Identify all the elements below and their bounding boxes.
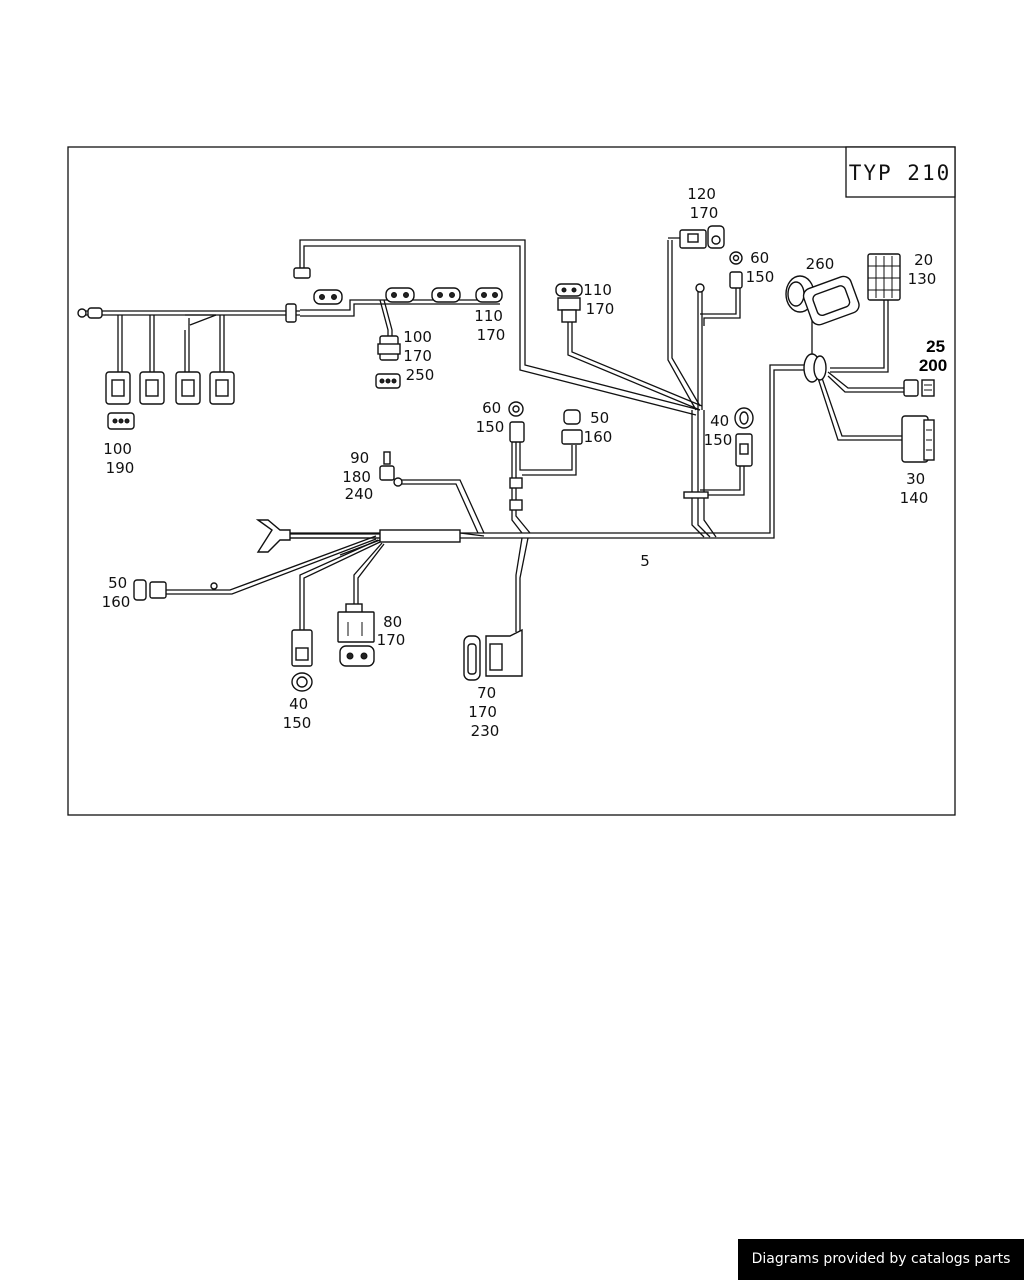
sensor-40-150-bottom	[291, 629, 313, 692]
harness-components	[77, 225, 935, 692]
sensor-60-150-mid	[508, 401, 525, 511]
callout-100-170-250: 100 170 250	[403, 328, 436, 384]
sensor-90-180-240	[379, 451, 403, 487]
connector-80-170	[337, 603, 375, 667]
sensor-60-150-top	[729, 251, 743, 289]
callout-60-150-top: 60 150	[746, 249, 775, 286]
callout-25-200: 25 200	[919, 337, 950, 375]
callout-50-160-left: 50 160	[102, 574, 132, 611]
ground-terminal-center	[695, 283, 705, 293]
inline-connectors-top	[285, 267, 503, 323]
callout-40-150-right: 40 150	[704, 412, 734, 449]
callout-110-170-b: 110 170	[474, 307, 507, 344]
ring-terminal-left	[77, 308, 87, 318]
module-30-140	[901, 415, 935, 463]
connector-block-20-130	[867, 253, 901, 301]
harness-wires	[82, 237, 905, 632]
diagram-frame	[67, 146, 956, 816]
callout-labels: 120 170 60 150 260 20 130 25 200 110 170…	[102, 185, 950, 740]
footer-credit: Diagrams provided by catalogs parts	[738, 1239, 1024, 1280]
callout-120-170: 120 170	[687, 185, 720, 222]
callout-60-150-mid: 60 150	[476, 399, 506, 436]
callout-100-190: 100 190	[103, 440, 136, 477]
callout-80-170: 80 170	[377, 613, 407, 649]
connector-50-160-mid	[561, 409, 583, 445]
connector-group-left	[105, 371, 235, 430]
terminal-sleeve-left	[87, 307, 103, 319]
callout-70-170-230: 70 170 230	[468, 684, 501, 740]
callout-110-170-a: 110 170	[583, 281, 616, 318]
connector-120-170	[679, 225, 725, 249]
connector-25-200	[903, 379, 935, 397]
connector-70-170-230	[463, 628, 523, 681]
grommet-260	[785, 275, 860, 326]
callout-30-140: 30 140	[900, 470, 930, 507]
callout-40-150-bottom: 40 150	[283, 695, 313, 732]
connector-50-160-left	[133, 579, 218, 601]
junction-right	[803, 353, 827, 383]
callout-5: 5	[640, 552, 650, 570]
callout-260: 260	[806, 255, 835, 273]
type-label: TYP 210	[849, 161, 952, 185]
sensor-40-150-right	[734, 407, 754, 467]
sensor-110-170	[555, 283, 583, 323]
callout-20-130: 20 130	[908, 251, 938, 288]
connector-100-170-250	[375, 335, 401, 389]
y-connector-left	[255, 519, 461, 553]
callout-90-180-240: 90 180 240	[342, 449, 375, 503]
callout-50-160-mid: 50 160	[584, 409, 614, 446]
type-box: TYP 210	[845, 146, 956, 198]
trunk-clamp	[683, 491, 709, 499]
